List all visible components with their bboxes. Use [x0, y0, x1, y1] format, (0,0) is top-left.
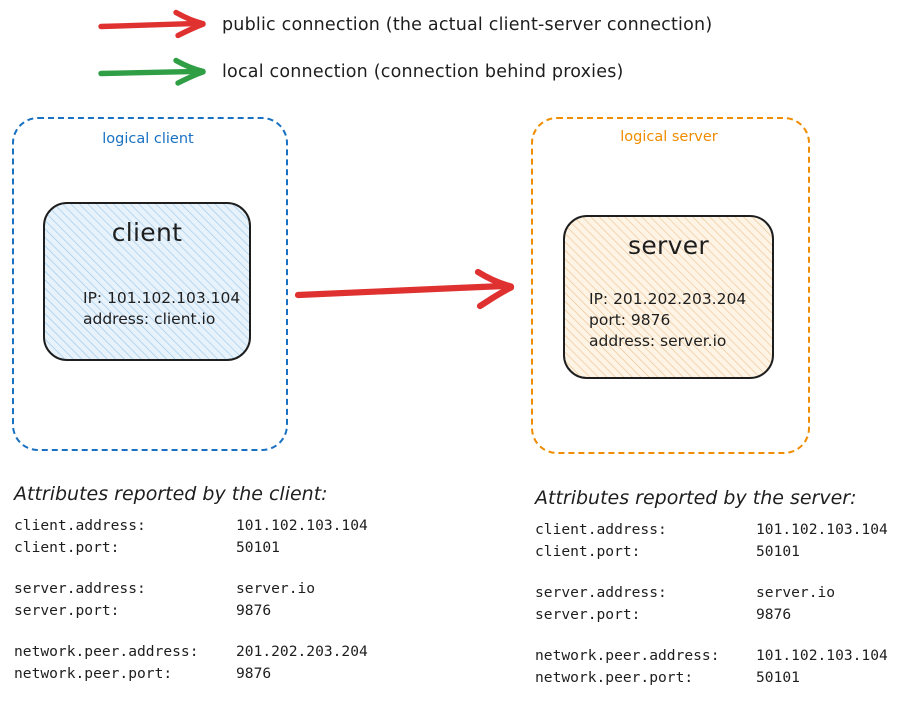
arrow-right-icon [98, 9, 206, 39]
attr-value: server.io [236, 580, 316, 597]
attr-key: network.peer.address: [535, 647, 720, 664]
attr-value: 9876 [236, 664, 272, 682]
client-attributes-panel: Attributes reported by the client: clien… [14, 483, 368, 684]
attr-value: 101.102.103.104 [756, 647, 888, 664]
attr-value: 101.102.103.104 [756, 521, 888, 538]
public-connection-arrow [294, 268, 515, 310]
server-node-attr-address: address: server.io [589, 332, 727, 350]
table-row: server.port: 9876 [14, 600, 368, 622]
attr-key: server.port: [14, 601, 120, 619]
attr-value: 101.102.103.104 [236, 517, 368, 534]
table-row: network.peer.port: 9876 [14, 663, 368, 685]
server-node-attr-ip: IP: 201.202.203.204 [589, 290, 747, 308]
attr-value: 50101 [756, 542, 800, 560]
table-row: client.port: 50101 [14, 537, 368, 559]
table-row: server.address: server.io [535, 582, 888, 604]
attr-key: network.peer.port: [14, 664, 173, 682]
table-row: client.address: 101.102.103.104 [14, 515, 368, 537]
attr-key: client.address: [535, 521, 667, 538]
client-node-attr-ip: IP: 101.102.103.104 [83, 289, 241, 307]
server-attributes-panel: Attributes reported by the server: clien… [535, 487, 888, 688]
server-attributes-heading: Attributes reported by the server: [535, 487, 857, 509]
server-node[interactable]: server IP: 201.202.203.204 port: 9876 ad… [563, 215, 774, 379]
legend-label-public-connection: public connection (the actual client-ser… [222, 15, 713, 35]
attr-key: server.port: [535, 605, 641, 623]
legend-label-local-connection: local connection (connection behind prox… [222, 62, 624, 82]
attr-key: server.address: [535, 584, 667, 601]
table-row: client.port: 50101 [535, 541, 888, 563]
attr-key: server.address: [14, 580, 146, 597]
hatch-pattern [45, 204, 249, 359]
table-row-spacer [14, 621, 368, 641]
attr-value: 9876 [756, 605, 792, 623]
client-node-attributes: IP: 101.102.103.104 address: client.io [83, 288, 240, 330]
table-row: network.peer.address: 201.202.203.204 [14, 641, 368, 663]
client-node-title: client [111, 218, 183, 247]
table-row: client.address: 101.102.103.104 [535, 519, 888, 541]
attr-value: 201.202.203.204 [236, 643, 368, 660]
client-node-attr-address: address: client.io [83, 310, 216, 328]
hatch-pattern [565, 217, 772, 377]
attr-key: client.port: [535, 542, 641, 560]
server-node-attr-port: port: 9876 [589, 311, 671, 329]
legend-item-public-connection: public connection (the actual client-ser… [98, 8, 712, 42]
client-attributes-table: client.address: 101.102.103.104 client.p… [14, 515, 368, 684]
table-row-spacer [14, 558, 368, 578]
arrow-right-icon [98, 57, 206, 86]
server-node-title: server [628, 231, 709, 260]
attr-key: network.peer.address: [14, 643, 199, 660]
attr-value: 50101 [236, 538, 280, 556]
legend-item-local-connection: local connection (connection behind prox… [98, 55, 624, 89]
server-node-attributes: IP: 201.202.203.204 port: 9876 address: … [589, 289, 746, 352]
table-row: network.peer.port: 50101 [535, 667, 888, 689]
table-row: server.address: server.io [14, 578, 368, 600]
server-attributes-table: client.address: 101.102.103.104 client.p… [535, 519, 888, 688]
client-node[interactable]: client IP: 101.102.103.104 address: clie… [43, 202, 251, 361]
attr-key: network.peer.port: [535, 668, 694, 686]
logical-client-container [12, 117, 288, 451]
logical-server-container [531, 117, 810, 454]
attr-key: client.port: [14, 538, 120, 556]
table-row-spacer [535, 625, 888, 645]
table-row: server.port: 9876 [535, 604, 888, 626]
attr-value: server.io [756, 584, 836, 601]
attr-value: 9876 [236, 601, 272, 619]
table-row: network.peer.address: 101.102.103.104 [535, 645, 888, 667]
attr-value: 50101 [756, 668, 800, 686]
logical-client-title: logical client [102, 131, 194, 147]
client-attributes-heading: Attributes reported by the client: [14, 483, 328, 505]
logical-server-title: logical server [620, 129, 718, 145]
attr-key: client.address: [14, 517, 146, 534]
table-row-spacer [535, 562, 888, 582]
